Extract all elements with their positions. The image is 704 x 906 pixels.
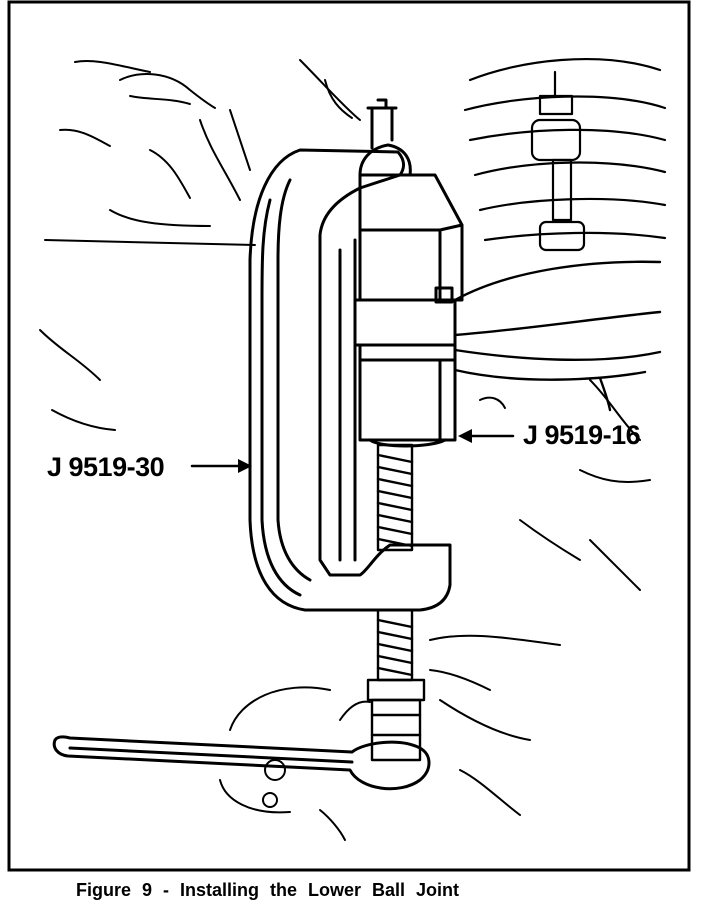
callout-j-9519-30: J 9519-30 xyxy=(47,452,165,482)
ratchet-wrench xyxy=(52,735,431,791)
c-frame-press xyxy=(248,148,452,612)
background-suspension xyxy=(39,59,651,591)
arrowhead-right xyxy=(458,429,472,443)
brake-assembly xyxy=(219,634,561,841)
figure-caption: Figure 9 - Installing the Lower Ball Joi… xyxy=(76,880,460,900)
figure-frame xyxy=(7,0,691,872)
callout-j-9519-16: J 9519-16 xyxy=(523,420,641,450)
coil-spring xyxy=(463,58,667,252)
control-arm xyxy=(453,260,662,412)
receiver-adapter xyxy=(353,98,464,448)
arrowhead-left xyxy=(238,459,252,473)
forcing-screw xyxy=(366,443,426,762)
